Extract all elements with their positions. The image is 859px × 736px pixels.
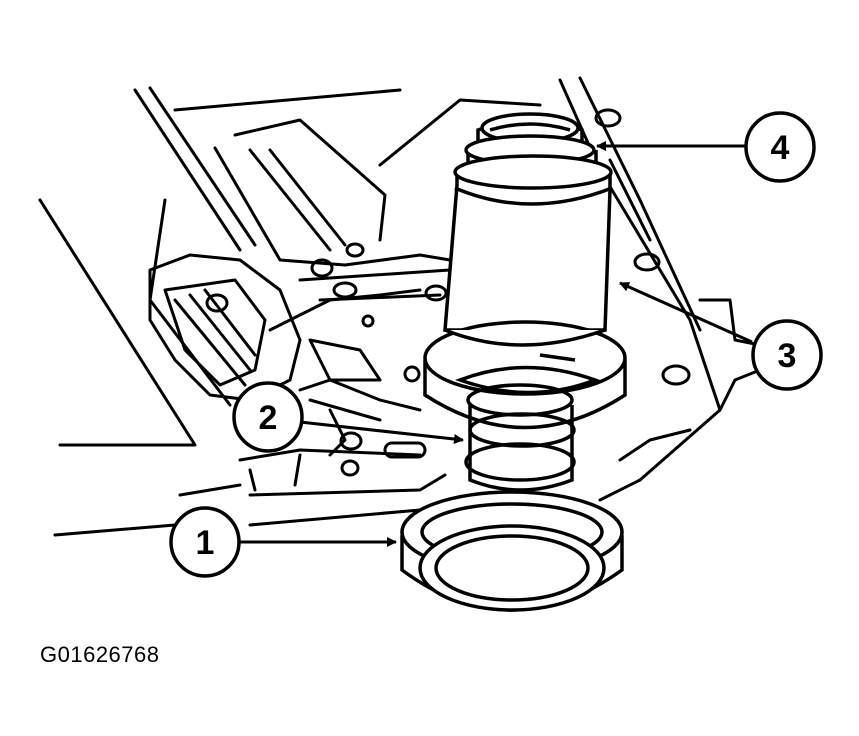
callout-4: 4 (744, 111, 816, 183)
callout-1: 1 (169, 506, 241, 578)
lower-ring-part (400, 490, 624, 612)
housing-casting (38, 76, 762, 537)
casting-holes (205, 108, 691, 477)
callout-3: 3 (751, 319, 823, 391)
leader-arrows (240, 141, 753, 547)
spring-part (464, 383, 576, 492)
callout-2: 2 (232, 381, 304, 453)
figure-id: G01626768 (40, 642, 160, 667)
leader-arrow-2 (299, 420, 464, 444)
callout-2-label: 2 (259, 399, 278, 437)
callout-4-label: 4 (771, 129, 790, 167)
piston-body-part (423, 154, 627, 430)
callout-1-label: 1 (196, 524, 215, 562)
leader-arrow-3 (619, 281, 753, 344)
callout-3-label: 3 (778, 337, 797, 375)
